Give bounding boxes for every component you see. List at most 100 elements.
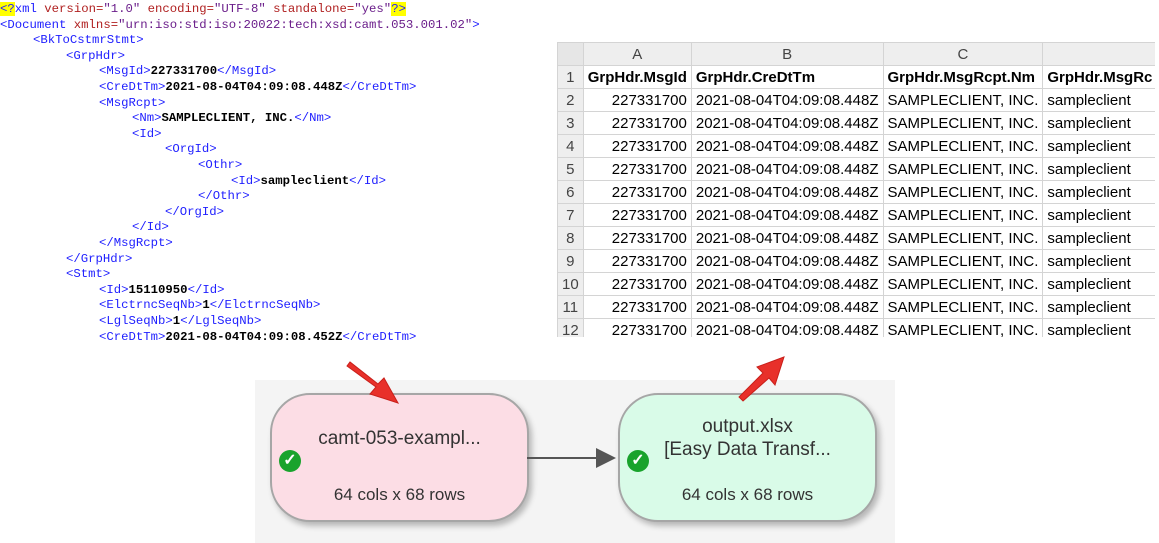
xml-token: "yes" (354, 2, 392, 16)
xml-token: </Othr> (198, 189, 250, 204)
xml-line: <GrpHdr> (66, 49, 125, 65)
row-number[interactable]: 4 (557, 134, 584, 158)
xml-token: </Id> (187, 282, 225, 297)
xml-line: <CreDtTm>2021-08-04T04:09:08.452Z</CreDt… (99, 330, 416, 346)
row-number[interactable]: 5 (557, 157, 584, 181)
xml-line: <Id> (132, 127, 162, 143)
column-header-row: A B C (557, 42, 1155, 66)
table-cell[interactable]: 227331700 (582, 249, 692, 273)
table-cell[interactable]: 227331700 (582, 157, 692, 181)
xml-token: <BkToCstmrStmt> (33, 33, 144, 48)
row-number[interactable]: 1 (557, 65, 584, 89)
column-header-c[interactable]: C (882, 42, 1044, 66)
table-cell[interactable]: 227331700 (582, 180, 692, 204)
output-node-name: output.xlsx (702, 416, 793, 437)
xml-token: sampleclient (260, 173, 350, 188)
xml-token: ?> (391, 2, 406, 16)
table-cell[interactable]: 2021-08-04T04:09:08.448Z (690, 318, 884, 337)
xml-token: </Id> (349, 173, 386, 188)
row-number[interactable]: 12 (557, 318, 584, 337)
source-node[interactable]: camt-053-exampl... ✓ 64 cols x 68 rows (270, 393, 529, 522)
table-cell[interactable]: sampleclient (1042, 249, 1155, 273)
xml-line: <CreDtTm>2021-08-04T04:09:08.448Z</CreDt… (99, 80, 416, 96)
xml-line: <LglSeqNb>1</LglSeqNb> (99, 314, 261, 330)
xml-line: <Othr> (198, 158, 242, 174)
xml-token: </CreDtTm> (342, 80, 417, 94)
output-node[interactable]: output.xlsx [Easy Data Transf... ✓ 64 co… (618, 393, 877, 522)
table-cell[interactable]: sampleclient (1042, 180, 1155, 204)
table-cell[interactable]: 227331700 (582, 134, 692, 158)
table-cell[interactable]: SAMPLECLIENT, INC. (882, 249, 1044, 273)
xml-token: <ElctrncSeqNb> (99, 298, 203, 313)
table-cell[interactable]: sampleclient (1042, 157, 1155, 181)
xml-token: <Id> (132, 126, 162, 141)
xml-token: 1 (202, 298, 210, 313)
table-cell[interactable]: sampleclient (1042, 272, 1155, 296)
column-header-a[interactable]: A (582, 42, 692, 66)
xml-token: standalone= (273, 2, 355, 16)
table-cell[interactable]: SAMPLECLIENT, INC. (882, 318, 1044, 337)
xml-token: </Id> (132, 220, 169, 235)
table-cell[interactable]: 227331700 (582, 88, 692, 112)
xml-token: 1 (172, 314, 181, 328)
xml-line: <ElctrncSeqNb>1</ElctrncSeqNb> (99, 298, 320, 314)
xml-token: </CreDtTm> (342, 329, 417, 344)
table-cell[interactable]: 227331700 (582, 272, 692, 296)
xml-token: </MsgRcpt> (99, 236, 173, 250)
source-node-name: camt-053-exampl... (318, 428, 481, 449)
red-arrow-icon (346, 361, 400, 404)
xml-token: <Document (0, 17, 74, 32)
table-cell[interactable]: 227331700 (582, 203, 692, 227)
xml-line: <OrgId> (165, 142, 217, 158)
table-cell[interactable]: sampleclient (1042, 111, 1155, 135)
xml-token: > (472, 17, 480, 32)
table-cell[interactable]: SAMPLECLIENT, INC. (882, 226, 1044, 250)
xml-token: xml (14, 2, 45, 16)
row-number[interactable]: 3 (557, 111, 584, 135)
table-cell[interactable]: sampleclient (1042, 318, 1155, 337)
row-number[interactable]: 7 (557, 203, 584, 227)
xml-line: </Id> (132, 220, 169, 236)
header-cell[interactable]: GrpHdr.MsgRc (1042, 65, 1155, 89)
table-cell[interactable]: SAMPLECLIENT, INC. (882, 272, 1044, 296)
xml-line: <Id>sampleclient</Id> (231, 174, 386, 190)
xml-token: <GrpHdr> (66, 48, 126, 63)
xml-token: </OrgId> (165, 204, 225, 219)
xml-token: <Nm> (132, 111, 162, 126)
xml-token: </GrpHdr> (66, 251, 133, 266)
table-cell[interactable]: 227331700 (582, 226, 692, 250)
row-number[interactable]: 2 (557, 88, 584, 112)
table-cell[interactable]: sampleclient (1042, 203, 1155, 227)
xml-token: <CreDtTm> (99, 329, 166, 344)
xml-token: </LglSeqNb> (180, 314, 262, 328)
xml-token: encoding= (147, 2, 215, 16)
xml-token: <MsgRcpt> (99, 95, 166, 110)
table-cell[interactable]: 2021-08-04T04:09:08.448Z (690, 157, 884, 181)
header-cell[interactable]: GrpHdr.MsgId (582, 65, 692, 89)
xml-line: </OrgId> (165, 205, 224, 221)
xml-token: SAMPLECLIENT, INC. (161, 111, 295, 126)
select-all-corner[interactable] (557, 42, 584, 66)
table-cell[interactable]: 227331700 (582, 318, 692, 337)
xml-line: </GrpHdr> (66, 252, 132, 268)
row-number[interactable]: 6 (557, 180, 584, 204)
table-cell[interactable]: SAMPLECLIENT, INC. (882, 180, 1044, 204)
xml-token: <OrgId> (165, 142, 217, 157)
table-cell[interactable]: 2021-08-04T04:09:08.448Z (690, 88, 884, 112)
output-node-transform: [Easy Data Transf... (664, 439, 831, 460)
xml-line: <MsgRcpt> (99, 96, 165, 112)
table-cell[interactable]: 2021-08-04T04:09:08.448Z (690, 134, 884, 158)
table-cell[interactable]: SAMPLECLIENT, INC. (882, 111, 1044, 135)
xml-line: <BkToCstmrStmt> (33, 33, 144, 49)
table-cell[interactable]: SAMPLECLIENT, INC. (882, 157, 1044, 181)
xml-source-panel: <?xml version="1.0" encoding="UTF-8" sta… (0, 0, 560, 345)
